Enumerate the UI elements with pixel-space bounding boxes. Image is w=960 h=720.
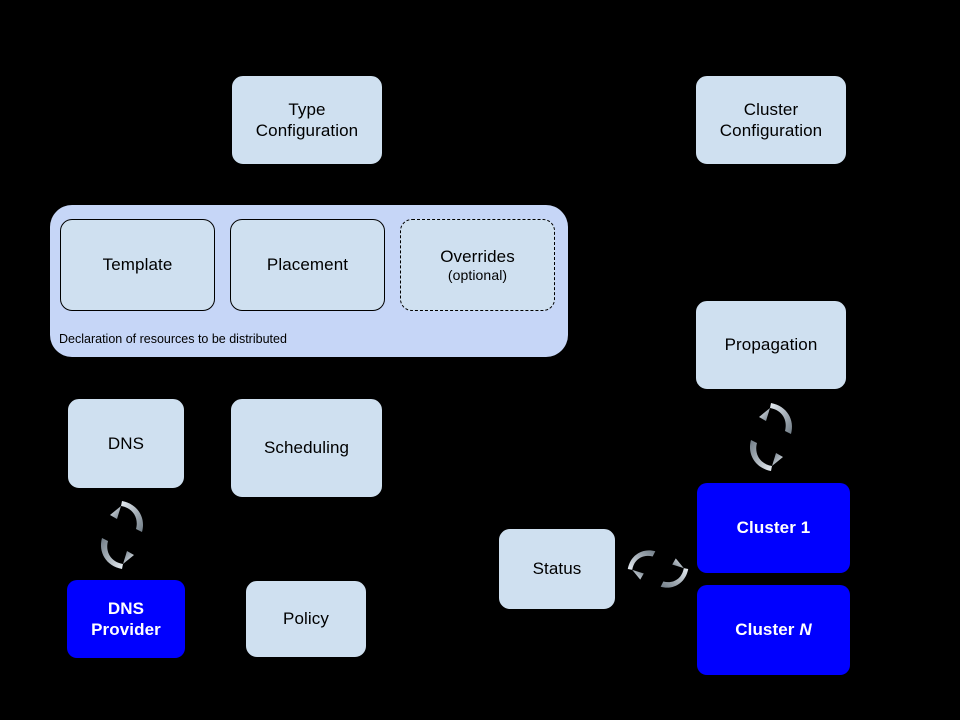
node-cluster-1[interactable]: Cluster 1 — [697, 483, 850, 573]
node-scheduling[interactable]: Scheduling — [230, 398, 383, 498]
node-dns-provider-label: DNS Provider — [91, 598, 161, 639]
node-template-label: Template — [102, 255, 173, 275]
node-cluster-n-label: Cluster N — [735, 620, 812, 640]
node-policy-label: Policy — [283, 609, 329, 629]
node-overrides-label: Overrides (optional) — [440, 246, 515, 283]
node-type-configuration-label: Type Configuration — [255, 99, 359, 140]
node-policy[interactable]: Policy — [245, 580, 367, 658]
node-cluster-configuration[interactable]: Cluster Configuration — [695, 75, 847, 165]
node-propagation-label: Propagation — [724, 335, 818, 355]
node-status-label: Status — [532, 559, 582, 579]
node-dns-label: DNS — [107, 433, 145, 453]
sync-circular-arrows-icon-dns — [100, 501, 144, 569]
node-cluster-n[interactable]: Cluster N — [697, 585, 850, 675]
sync-circular-arrows-horizontal-icon-status — [627, 550, 689, 588]
group-caption: Declaration of resources to be distribut… — [59, 332, 287, 346]
node-placement[interactable]: Placement — [230, 219, 385, 311]
node-cluster-configuration-label: Cluster Configuration — [719, 99, 823, 140]
node-placement-label: Placement — [266, 255, 349, 275]
node-dns[interactable]: DNS — [67, 398, 185, 489]
node-type-configuration[interactable]: Type Configuration — [231, 75, 383, 165]
node-status[interactable]: Status — [498, 528, 616, 610]
node-dns-provider[interactable]: DNS Provider — [67, 580, 185, 658]
sync-circular-arrows-icon-propagation — [749, 403, 793, 471]
node-scheduling-label: Scheduling — [263, 438, 350, 458]
node-template[interactable]: Template — [60, 219, 215, 311]
node-propagation[interactable]: Propagation — [695, 300, 847, 390]
node-overrides[interactable]: Overrides (optional) — [400, 219, 555, 311]
node-cluster-1-label: Cluster 1 — [736, 518, 811, 538]
